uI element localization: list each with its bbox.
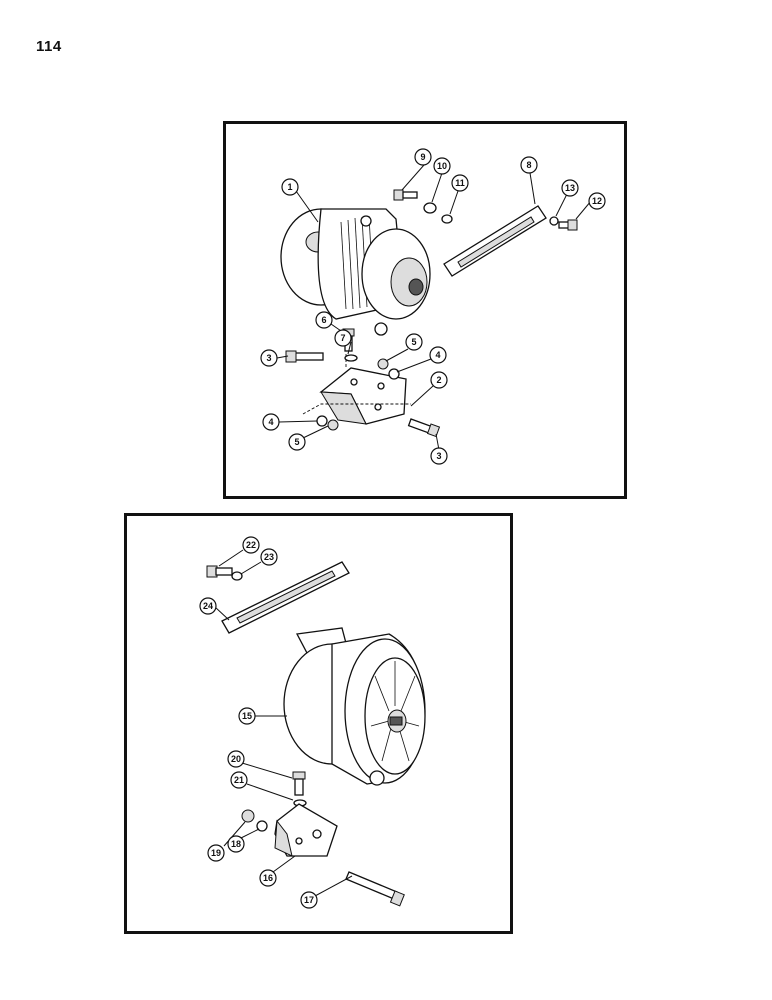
alternator-top: [280, 208, 431, 336]
callout-22: 22: [242, 536, 260, 554]
callout-15: 15: [238, 707, 256, 725]
page-number: 114: [36, 38, 62, 55]
adjusting-strap-24: [221, 561, 350, 634]
nut-5-upper: [377, 358, 389, 370]
callout-24: 24: [199, 597, 217, 615]
nut-19: [241, 809, 255, 823]
bolt-20: [292, 771, 306, 796]
svg-text:15: 15: [242, 711, 252, 721]
svg-text:24: 24: [203, 601, 213, 611]
svg-text:7: 7: [340, 333, 345, 343]
washer-13: [549, 216, 559, 226]
callout-11: 11: [451, 174, 469, 192]
callout-18: 18: [227, 835, 245, 853]
svg-text:11: 11: [455, 178, 465, 188]
callout-5-lower: 5: [288, 433, 306, 451]
bolt-3-left: [285, 350, 324, 363]
callout-23: 23: [260, 548, 278, 566]
svg-text:4: 4: [268, 417, 273, 427]
washer-4-lower: [316, 415, 328, 427]
callout-21: 21: [230, 771, 248, 789]
washer-23: [231, 571, 243, 581]
callout-13: 13: [561, 179, 579, 197]
svg-text:12: 12: [592, 196, 602, 206]
callout-7: 7: [334, 329, 352, 347]
bolt-17: [345, 871, 405, 907]
callout-9: 9: [414, 148, 432, 166]
bolt-12: [558, 219, 578, 231]
svg-text:23: 23: [264, 552, 274, 562]
svg-text:10: 10: [437, 161, 447, 171]
callout-12: 12: [588, 192, 606, 210]
svg-text:9: 9: [420, 152, 425, 162]
svg-text:5: 5: [411, 337, 416, 347]
callout-17: 17: [300, 891, 318, 909]
nut-5-lower: [327, 419, 339, 431]
svg-text:13: 13: [565, 183, 575, 193]
top-alternator-diagram-panel: 1 2 3 3 4 4 5 5 6 7 8 9 10 11 12 13: [223, 121, 627, 499]
svg-text:3: 3: [266, 353, 271, 363]
callout-1: 1: [281, 178, 299, 196]
callout-5-upper: 5: [405, 333, 423, 351]
svg-text:4: 4: [435, 350, 440, 360]
adjusting-strap-8: [443, 205, 547, 277]
callout-6: 6: [315, 311, 333, 329]
svg-text:20: 20: [231, 754, 241, 764]
svg-text:17: 17: [304, 895, 314, 905]
callout-3-right: 3: [430, 447, 448, 465]
svg-text:18: 18: [231, 839, 241, 849]
callout-20: 20: [227, 750, 245, 768]
callout-19: 19: [207, 844, 225, 862]
callout-4-upper: 4: [429, 346, 447, 364]
svg-text:19: 19: [211, 848, 221, 858]
top-alternator-exploded-view: 1 2 3 3 4 4 5 5 6 7 8 9 10 11 12 13: [260, 148, 606, 465]
callout-16: 16: [259, 869, 277, 887]
mounting-bracket-top: [302, 354, 411, 425]
callout-3-left: 3: [260, 349, 278, 367]
svg-text:2: 2: [436, 375, 441, 385]
svg-text:3: 3: [436, 451, 441, 461]
mounting-bracket-bottom: [274, 803, 338, 857]
bolt-9: [393, 189, 418, 201]
bottom-alternator-diagram-panel: 15 16 17 18 19 20 21 22 23 24: [124, 513, 513, 934]
svg-text:6: 6: [321, 315, 326, 325]
washer-10: [423, 202, 437, 214]
bolt-22: [206, 565, 233, 578]
svg-text:16: 16: [263, 873, 273, 883]
svg-text:1: 1: [287, 182, 292, 192]
washer-11: [441, 214, 453, 224]
bottom-alternator-exploded-view: 15 16 17 18 19 20 21 22 23 24: [199, 536, 426, 909]
svg-text:8: 8: [526, 160, 531, 170]
svg-text:21: 21: [234, 775, 244, 785]
svg-text:5: 5: [294, 437, 299, 447]
washer-4-upper: [388, 368, 400, 380]
callout-8: 8: [520, 156, 538, 174]
lockwasher-7: [344, 354, 358, 362]
callout-4-lower: 4: [262, 413, 280, 431]
callout-2: 2: [430, 371, 448, 389]
callout-10: 10: [433, 157, 451, 175]
alternator-bottom: [283, 627, 426, 786]
svg-text:22: 22: [246, 540, 256, 550]
bolt-3-right: [407, 418, 441, 438]
washer-18: [256, 820, 268, 832]
